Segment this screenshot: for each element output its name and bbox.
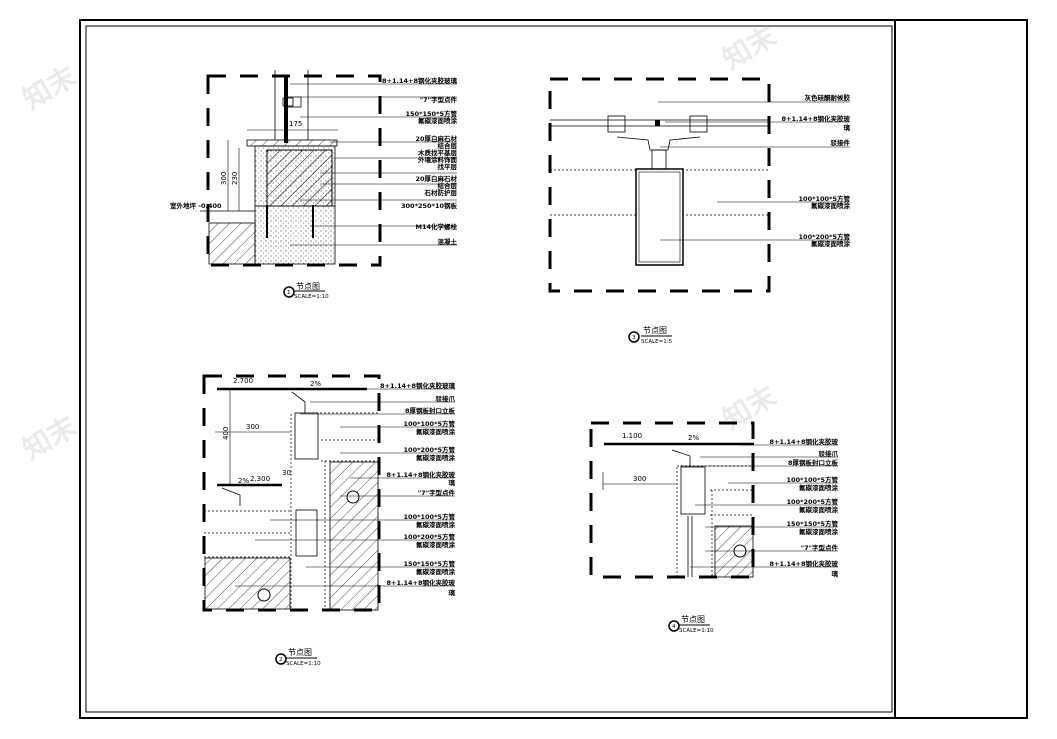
drawing-text: 璃 <box>449 588 456 597</box>
drawing-text: 8厚钢板封口立板 <box>405 406 456 415</box>
drawing-text: 2.700 <box>233 377 253 385</box>
drawing-text: 灰色硅酮耐候胶 <box>805 93 851 102</box>
drawing-text: 2.300 <box>250 475 270 483</box>
drawing-text: 8+1.14+8钢化夹胶玻璃 <box>382 76 457 85</box>
detail-2-title-mark: 2 节点图 SCALE=1:10 <box>275 648 321 667</box>
drawing-text: 30 <box>282 469 291 477</box>
drawing-text: "7"字型点件 <box>420 95 458 104</box>
drawing-text: 150*150*5方管 <box>406 109 458 118</box>
drawing-text: 驳接件 <box>831 138 851 147</box>
drawing-text: 节点图 <box>288 648 312 657</box>
drawing-text: 8+1.14+8钢化夹胶玻 <box>770 559 839 568</box>
detail-4-title-mark: 4 节点图 SCALE=1:10 <box>668 615 714 634</box>
detail-2-leaders <box>235 388 455 587</box>
drawing-text: 知末 <box>717 379 782 436</box>
drawing-text: 100*200*5方管 <box>799 232 851 241</box>
drawing-text: 1 <box>287 290 291 296</box>
drawing-text: 氟碳漆面喷涂 <box>416 453 456 462</box>
drawing-text: 2 <box>279 657 283 663</box>
drawing-text: 300 <box>633 475 646 483</box>
drawing-text: 20厚白麻石材 <box>415 134 457 143</box>
drawing-text: SCALE=1:5 <box>641 339 673 345</box>
detail-1-leaders <box>290 83 457 246</box>
drawing-text: 8+1.14+8钢化夹胶玻 <box>782 114 851 123</box>
drawing-text: 混凝土 <box>438 237 458 246</box>
drawing-text: 100*100*5方管 <box>404 512 456 521</box>
drawing-text: 100*100*5方管 <box>799 194 851 203</box>
drawing-text: "7"字型点件 <box>801 543 839 552</box>
drawing-text: 100*100*5方管 <box>404 419 456 428</box>
drawing-text: 驳接爪 <box>436 394 456 403</box>
drawing-text: 节点图 <box>681 615 705 624</box>
drawing-text: 氟碳漆面喷涂 <box>416 567 456 576</box>
drawing-text: 氟碳漆面喷涂 <box>418 116 458 125</box>
drawing-text: 3 <box>632 335 636 341</box>
drawing-text: 氟碳漆面喷涂 <box>416 520 456 529</box>
drawing-text: 2% <box>238 477 249 485</box>
drawing-text: 100*200*5方管 <box>404 445 456 454</box>
detail-4-leaders <box>680 444 838 568</box>
drawing-text: 节点图 <box>296 282 320 291</box>
drawing-text: 8+1.14+8钢化夹胶玻 <box>387 470 456 479</box>
drawing-text: 节点图 <box>643 326 667 335</box>
drawing-text: 100*100*5方管 <box>787 475 839 484</box>
drawing-text: 知末 <box>17 409 82 466</box>
drawing-text: 木质找平基层 <box>417 148 458 157</box>
drawing-text: 结合层 <box>438 141 458 150</box>
drawing-text: 2% <box>310 380 321 388</box>
drawing-text: 8厚钢板封口立板 <box>788 458 839 467</box>
drawing-text: 璃 <box>832 569 839 578</box>
drawing-text: 100*200*5方管 <box>787 497 839 506</box>
drawing-text: 8+1.14+8钢化夹胶玻璃 <box>380 381 455 390</box>
drawing-text: 300*250*10钢板 <box>401 201 457 210</box>
drawing-text: 175 <box>289 120 302 128</box>
drawing-text: 2% <box>688 434 699 442</box>
detail-1: 175 300 230 室外地坪 -0.400 8+1.14+8钢化夹胶玻璃 "… <box>170 70 458 300</box>
drawing-text: 8+1.14+8钢化夹胶玻 <box>770 437 839 446</box>
drawing-text: 150*150*5方管 <box>404 559 456 568</box>
drawing-text: 230 <box>231 172 239 185</box>
sheet-frame <box>79 19 1028 719</box>
detail-3-title-mark: 3 节点图 SCALE=1:5 <box>628 326 673 345</box>
drawing-text: 璃 <box>449 478 456 487</box>
drawing-text: 找平层 <box>438 162 458 171</box>
drawing-text: 知末 <box>717 19 782 76</box>
drawing-text: 8+1.14+8钢化夹胶玻 <box>387 578 456 587</box>
drawing-text: "7"字型点件 <box>418 488 456 497</box>
drawing-text: 400 <box>222 427 230 440</box>
drawing-text: 300 <box>220 172 228 185</box>
drawing-text: 氟碳漆面喷涂 <box>811 201 851 210</box>
drawing-text: 室外地坪 -0.400 <box>170 201 222 210</box>
drawing-text: 璃 <box>844 123 851 132</box>
drawing-text: 300 <box>246 423 259 431</box>
drawing-text: SCALE=1:10 <box>294 294 329 300</box>
drawing-text: 氟碳漆面喷涂 <box>799 483 839 492</box>
drawing-text: 氟碳漆面喷涂 <box>416 427 456 436</box>
detail-3: 灰色硅酮耐候胶 8+1.14+8钢化夹胶玻 璃 驳接件 100*100*5方管 … <box>548 77 851 345</box>
drawing-text: 20厚白麻石材 <box>415 174 457 183</box>
drawing-text: 氟碳漆面喷涂 <box>799 505 839 514</box>
drawing-text: M14化学螺栓 <box>415 222 457 231</box>
drawing-text: 氟碳漆面喷涂 <box>799 527 839 536</box>
drawing-text: 石材防护层 <box>424 188 458 197</box>
drawing-text: SCALE=1:10 <box>286 661 321 667</box>
drawing-text: 知末 <box>17 59 82 116</box>
drawing-text: 100*200*5方管 <box>404 532 456 541</box>
drawing-text: 结合层 <box>438 181 458 190</box>
drawing-text: 驳接爪 <box>819 449 839 458</box>
detail-2: 2.700 2% 300 400 2% 2.300 30 8+1.14+8钢化夹… <box>202 374 456 667</box>
detail-4: 1.100 2% 300 8+1.14+8钢化夹胶玻 驳接爪 8厚钢板封口立板 … <box>589 421 839 634</box>
drawing-text: SCALE=1:10 <box>679 628 714 634</box>
drawing-text: 氟碳漆面喷涂 <box>811 239 851 248</box>
drawing-text: 1.100 <box>622 432 642 440</box>
drawing-text: 150*150*5方管 <box>787 519 839 528</box>
drawing-text: 外墙涂料饰面 <box>418 155 458 164</box>
drawing-text: 4 <box>672 624 676 630</box>
drawing-text: 氟碳漆面喷涂 <box>416 540 456 549</box>
detail-1-title-mark: 1 节点图 SCALE=1:10 <box>283 282 329 300</box>
